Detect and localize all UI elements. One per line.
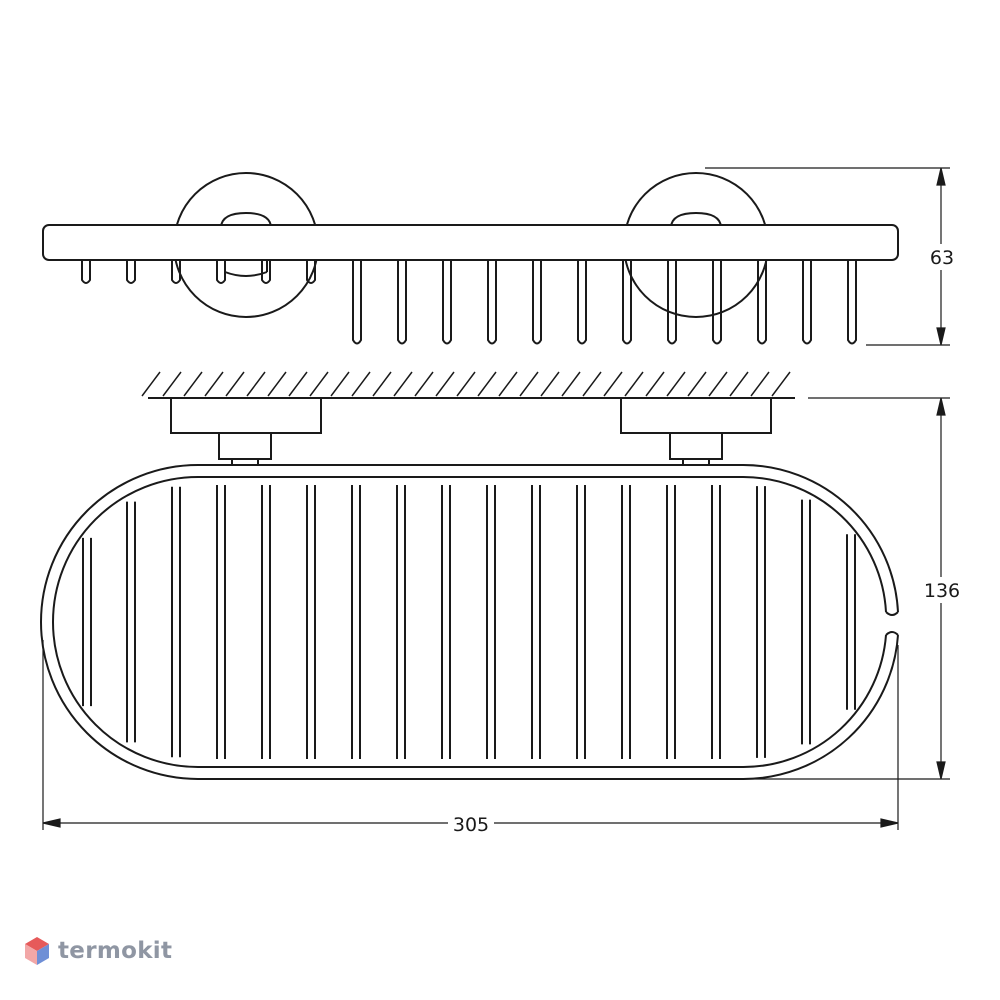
hatch-line: [624, 371, 644, 397]
hatch-line: [729, 371, 749, 397]
hatch-line: [204, 371, 224, 397]
hatch-line: [645, 371, 665, 397]
long-prong: [532, 260, 542, 345]
height-arrow-top: [936, 167, 946, 186]
hatch-line: [771, 371, 791, 397]
height-arrow-bottom: [936, 327, 946, 346]
basket-inner-rim: [52, 475, 887, 769]
hatch-line: [162, 371, 182, 397]
hatch-line: [750, 371, 770, 397]
long-prong: [577, 260, 587, 345]
hatch-line: [393, 371, 413, 397]
right-mount-stem: [669, 432, 723, 460]
hatch-line: [666, 371, 686, 397]
long-prong: [442, 260, 452, 345]
width-arrow-left: [42, 818, 61, 828]
wall-hatching: [141, 371, 791, 397]
hatch-line: [603, 371, 623, 397]
top-rail: [42, 224, 899, 261]
hatch-line: [330, 371, 350, 397]
hatch-line: [582, 371, 602, 397]
rim-end-bottom: [885, 631, 899, 636]
hatch-line: [708, 371, 728, 397]
long-prong: [847, 260, 857, 345]
hatch-line: [309, 371, 329, 397]
left-mount-plate: [170, 397, 322, 434]
long-prong: [622, 260, 632, 345]
hatch-line: [246, 371, 266, 397]
long-prong: [712, 260, 722, 345]
watermark-text: termokit: [58, 938, 173, 964]
width-arrow-right: [880, 818, 899, 828]
long-prong: [487, 260, 497, 345]
top-view: [40, 371, 899, 781]
hatch-line: [435, 371, 455, 397]
short-prong: [216, 260, 226, 284]
watermark: termokit: [24, 936, 172, 966]
hatch-line: [477, 371, 497, 397]
long-prong: [802, 260, 812, 345]
right-mount-plate: [620, 397, 772, 434]
hatch-line: [561, 371, 581, 397]
depth-dimension-label: 136: [924, 580, 960, 602]
hatch-line: [267, 371, 287, 397]
hatch-line: [288, 371, 308, 397]
hatch-line: [183, 371, 203, 397]
basket-outer-rim: [40, 463, 899, 781]
short-prong: [81, 260, 91, 284]
hatch-line: [540, 371, 560, 397]
hatch-line: [225, 371, 245, 397]
wire-prongs: [81, 260, 857, 345]
hatch-line: [498, 371, 518, 397]
short-prong: [126, 260, 136, 284]
front-view: [42, 172, 899, 345]
long-prong: [757, 260, 767, 345]
hatch-line: [414, 371, 434, 397]
hatch-line: [372, 371, 392, 397]
height-dimension-label: 63: [930, 247, 954, 269]
long-prong: [667, 260, 677, 345]
left-mount-stem: [218, 432, 272, 460]
hatch-line: [141, 371, 161, 397]
hatch-line: [687, 371, 707, 397]
long-prong: [397, 260, 407, 345]
hatch-line: [456, 371, 476, 397]
basket-wire-bars: [82, 485, 856, 759]
rim-end-top: [885, 611, 899, 616]
depth-arrow-top: [936, 397, 946, 416]
short-prong: [261, 260, 271, 284]
cube-logo-icon: [25, 937, 49, 965]
long-prong: [352, 260, 362, 345]
width-dimension-label: 305: [453, 814, 489, 836]
hatch-line: [519, 371, 539, 397]
depth-arrow-bottom: [936, 761, 946, 780]
short-prong: [306, 260, 316, 284]
hatch-line: [351, 371, 371, 397]
short-prong: [171, 260, 181, 284]
